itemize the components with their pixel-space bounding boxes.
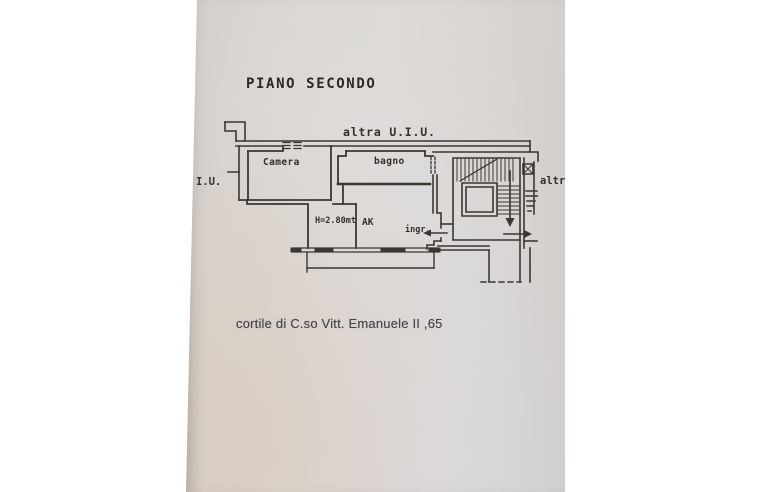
exit-arrow	[504, 230, 532, 238]
entrance-arrow	[423, 229, 447, 237]
label-room-camera: Camera	[263, 157, 300, 168]
floor-plan-drawing	[186, 0, 565, 492]
label-entrance: ingr.	[405, 225, 431, 235]
address-caption: cortile di C.so Vitt. Emanuele II ,65	[236, 316, 443, 331]
label-room-height: H=2.80mt	[315, 216, 356, 226]
page-title: PIANO SECONDO	[246, 76, 377, 92]
entrance-wall	[427, 175, 453, 249]
south-wall-windows	[293, 248, 438, 252]
balcony-outline	[307, 252, 434, 272]
label-room-ak: AK	[362, 217, 374, 228]
room-bagno-walls	[338, 151, 433, 204]
photographed-floorplan-sheet: PIANO SECONDO	[186, 0, 565, 492]
perimeter-walls	[225, 122, 538, 200]
dashed-opening-right	[431, 157, 435, 175]
courtyard-passage	[438, 240, 537, 282]
label-adjacent-unit-right: altra	[540, 175, 572, 187]
label-adjacent-unit-top: altra U.I.U.	[343, 125, 436, 139]
dashed-opening-top	[283, 143, 301, 149]
room-camera-walls	[239, 146, 331, 248]
stair-direction-arrow	[505, 171, 515, 227]
label-room-bagno: bagno	[374, 156, 405, 167]
inner-partitions	[333, 204, 356, 248]
elevator-shaft	[462, 183, 497, 216]
label-adjacent-unit-left: I.U.	[196, 176, 222, 188]
